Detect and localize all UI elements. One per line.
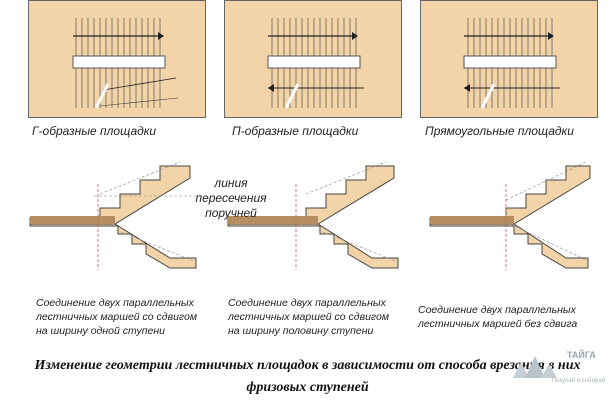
landing-well: [463, 55, 557, 69]
callout-line-1: линия: [214, 176, 248, 190]
figure-caption: Изменение геометрии лестничных площадок …: [0, 355, 615, 399]
upper-flight-treads: [271, 18, 357, 56]
note-line: на ширину одной ступени: [36, 325, 165, 337]
plan-label-rectangular: Прямоугольные площадки: [425, 124, 574, 138]
note-line: Соединение двух параллельных: [418, 304, 576, 316]
note-line: Соединение двух параллельных: [36, 297, 194, 309]
section-note-no-shift: Соединение двух параллельных лестничных …: [418, 303, 608, 331]
caption-line-1: Изменение геометрии лестничных площадок …: [34, 358, 581, 373]
note-line: лестничных маршей со сдвигом: [228, 311, 390, 323]
section-shift-full-step: [29, 161, 208, 270]
upper-flight-treads: [467, 18, 553, 56]
landing-well: [267, 55, 361, 69]
callout-line-2: пересечения: [195, 191, 267, 205]
section-no-shift: [429, 161, 591, 270]
note-line: лестничных маршей со сдвигом: [36, 311, 198, 323]
caption-line-2: фризовых ступеней: [246, 380, 369, 395]
tree-logo-icon: [513, 356, 557, 378]
watermark-logo: ТАЙГА Покупай и собирай: [505, 350, 605, 390]
plan-rectangular: [420, 0, 598, 118]
upper-flight-treads: [75, 18, 161, 56]
callout-line-3: поручней: [205, 206, 257, 220]
section-note-full-step: Соединение двух параллельных лестничных …: [36, 296, 226, 338]
plan-u-shaped: [224, 0, 402, 118]
plan-l-shaped: [28, 0, 206, 118]
note-line: лестничных маршей без сдвига: [418, 318, 578, 330]
landing-well: [72, 55, 166, 69]
note-line: на ширину половину ступени: [228, 325, 374, 337]
plan-label-l-shaped: Г-образные площадки: [32, 124, 157, 138]
section-note-half-step: Соединение двух параллельных лестничных …: [228, 296, 418, 338]
watermark-sub: Покупай и собирай: [551, 378, 605, 384]
lower-flight-treads: [75, 68, 161, 108]
watermark-name: ТАЙГА: [567, 350, 596, 360]
section-shift-half-step: [227, 161, 399, 270]
plan-label-u-shaped: П-образные площадки: [232, 124, 359, 138]
handrail-intersection-callout: линия пересечения поручней: [186, 176, 276, 221]
note-line: Соединение двух параллельных: [228, 297, 386, 309]
